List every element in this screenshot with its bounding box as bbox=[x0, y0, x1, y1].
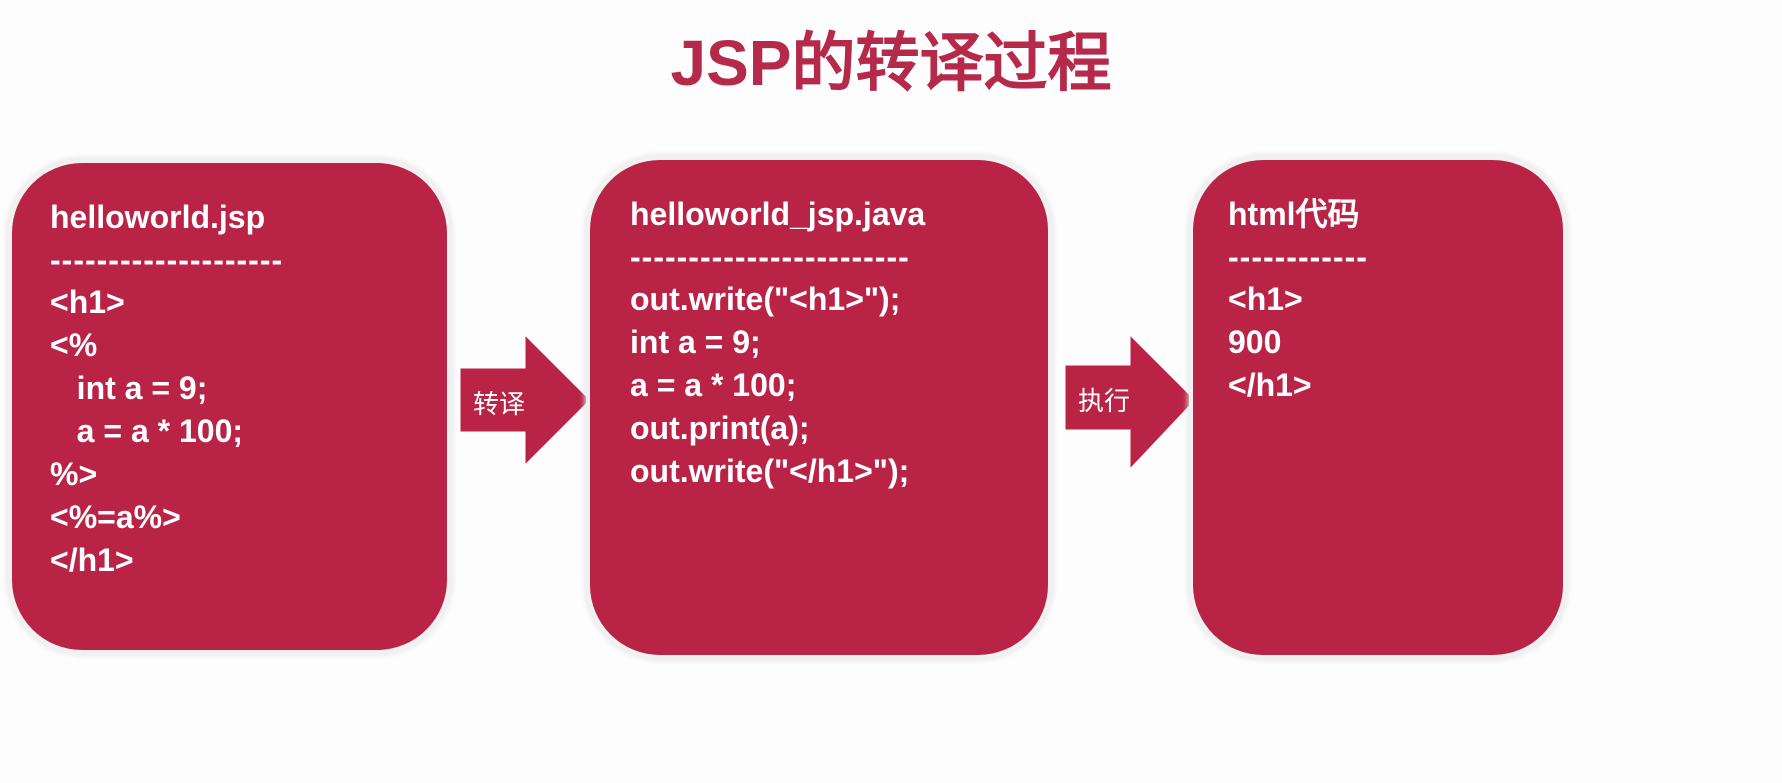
jsp-source-box: helloworld.jsp -------------------- <h1>… bbox=[12, 163, 447, 650]
code-line: <% bbox=[50, 327, 98, 363]
code-line: 900 bbox=[1228, 324, 1282, 360]
divider: -------------------- bbox=[50, 242, 284, 278]
code-line: <h1> bbox=[1228, 281, 1303, 317]
slide-title: JSP的转译过程 bbox=[670, 27, 1112, 99]
code-line: out.write("</h1>"); bbox=[630, 453, 910, 489]
divider: ------------ bbox=[1228, 239, 1368, 275]
arrow-shape bbox=[1064, 333, 1196, 471]
code-line: a = a * 100; bbox=[50, 413, 244, 449]
code-line: <h1> bbox=[50, 284, 125, 320]
code-line: out.print(a); bbox=[630, 410, 810, 446]
box-header: html代码 bbox=[1228, 196, 1360, 232]
divider: ------------------------ bbox=[630, 239, 910, 275]
java-source-box: helloworld_jsp.java --------------------… bbox=[590, 160, 1048, 655]
box-header: helloworld_jsp.java bbox=[630, 196, 926, 232]
translate-arrow bbox=[459, 333, 591, 467]
execute-arrow-label: 执行 bbox=[1078, 386, 1131, 416]
arrow-shape bbox=[459, 333, 591, 467]
translate-arrow-label: 转译 bbox=[473, 389, 526, 419]
code-line: int a = 9; bbox=[50, 370, 208, 406]
box-header: helloworld.jsp bbox=[50, 199, 266, 235]
code-line: <%=a%> bbox=[50, 499, 181, 535]
execute-arrow bbox=[1064, 333, 1196, 471]
code-line: out.write("<h1>"); bbox=[630, 281, 901, 317]
code-line: a = a * 100; bbox=[630, 367, 797, 403]
html-output-box: html代码 ------------ <h1> 900 </h1> bbox=[1193, 160, 1563, 655]
code-line: int a = 9; bbox=[630, 324, 761, 360]
code-line: </h1> bbox=[1228, 367, 1312, 403]
code-line: %> bbox=[50, 456, 98, 492]
code-line: </h1> bbox=[50, 542, 134, 578]
